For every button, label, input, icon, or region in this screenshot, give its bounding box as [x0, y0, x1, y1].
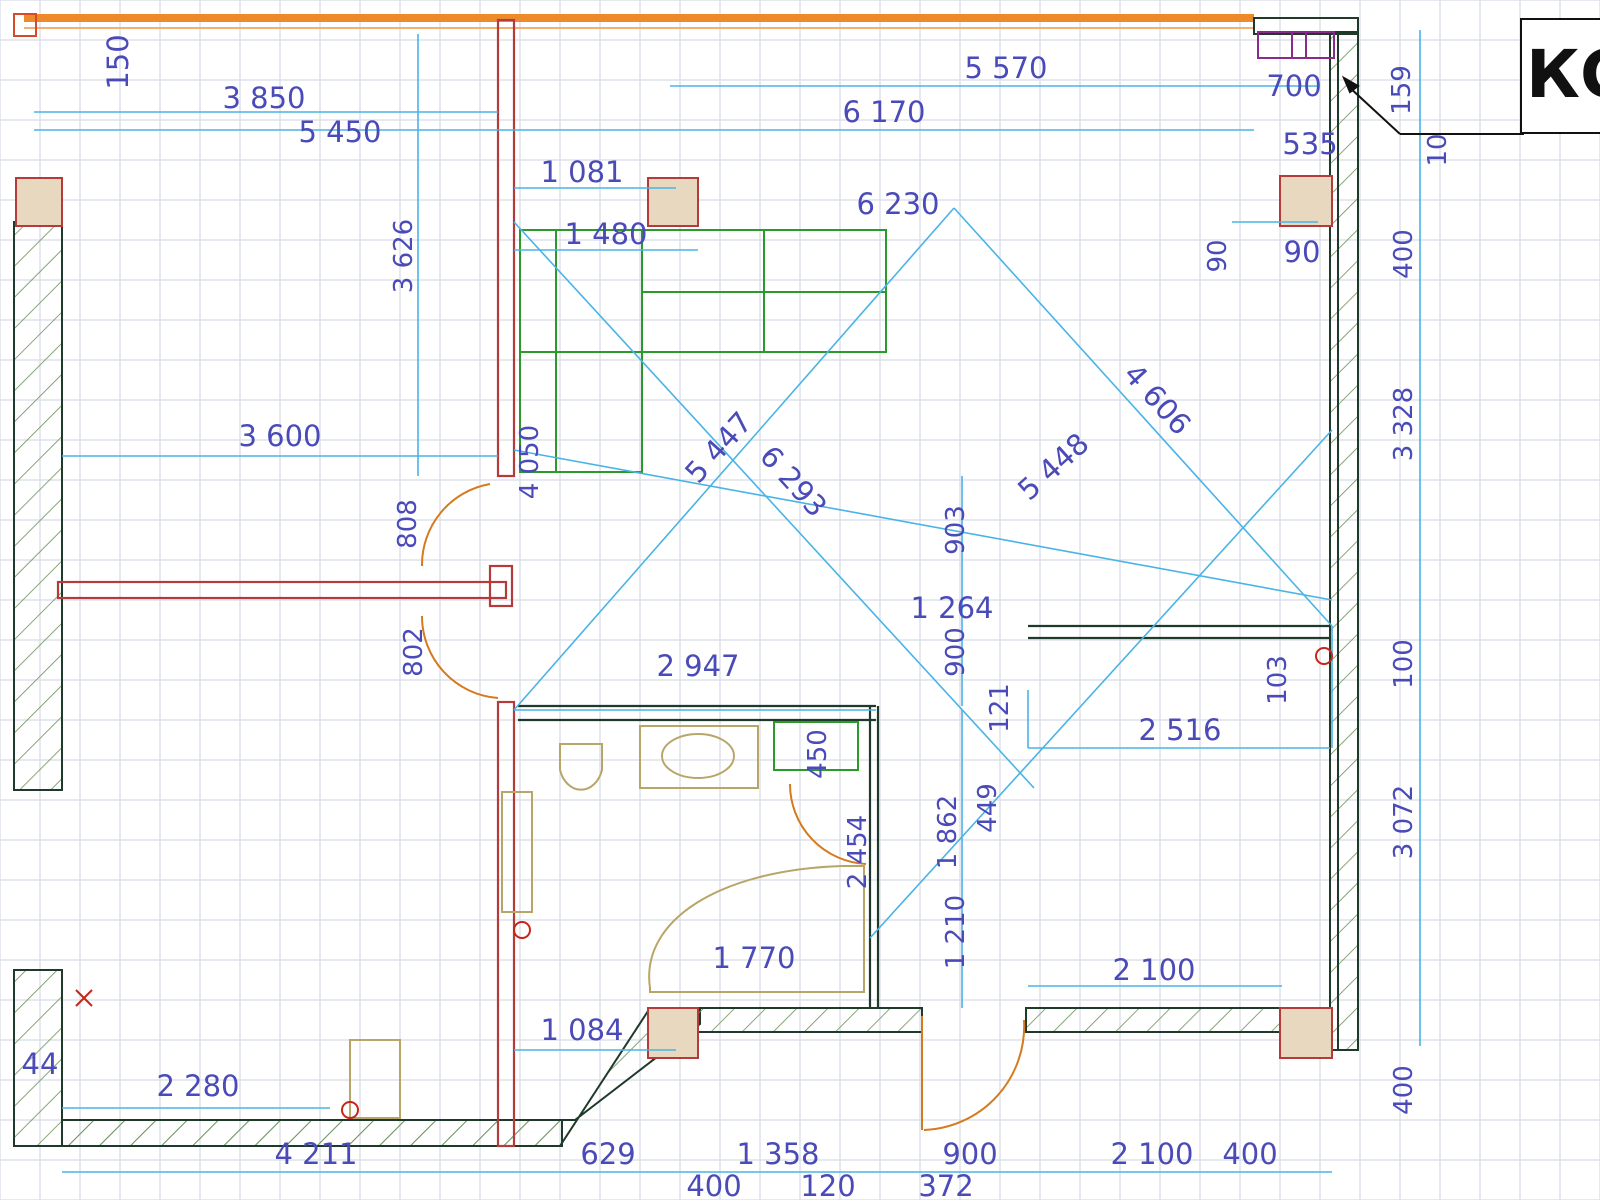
sink-counter: [639, 725, 759, 789]
sink-basin: [661, 733, 735, 779]
column-3: [1279, 175, 1333, 227]
label-1081: 1 081: [540, 155, 623, 189]
label-1084: 1 084: [540, 1013, 623, 1047]
sofa: [519, 229, 887, 473]
bathroom-fixtures: [349, 721, 865, 1119]
label-6230: 6 230: [856, 187, 939, 221]
radiator: [349, 1039, 401, 1119]
toilet: [559, 743, 603, 791]
label-400b: 400: [1389, 1065, 1419, 1115]
label-1770: 1 770: [712, 941, 795, 975]
markers: [75, 647, 1333, 1119]
label-5570: 5 570: [964, 51, 1047, 85]
label-1480: 1 480: [564, 217, 647, 251]
column-1: [15, 177, 63, 227]
label-4606: 4 606: [1117, 357, 1198, 441]
label-2454: 2 454: [843, 815, 873, 889]
label-10: 10: [1423, 133, 1453, 166]
label-903: 903: [941, 505, 971, 555]
label-5450: 5 450: [298, 115, 381, 149]
title-block: [1520, 18, 1600, 134]
label-6170: 6 170: [842, 95, 925, 129]
label-120: 120: [800, 1169, 855, 1200]
interior-partitions: [56, 18, 1330, 1148]
label-44: 44: [22, 1047, 59, 1081]
label-3328: 3 328: [1389, 387, 1419, 461]
cabinet: [773, 721, 859, 771]
doors: [420, 483, 1026, 1131]
label-900b: 900: [942, 1137, 997, 1171]
label-535: 535: [1282, 127, 1337, 161]
label-2100b: 2 100: [1110, 1137, 1193, 1171]
column-2: [647, 177, 699, 227]
top-window-frame: [13, 13, 1254, 37]
label-450: 450: [803, 729, 833, 779]
label-1264: 1 264: [910, 591, 993, 625]
door-2: [420, 615, 499, 699]
label-802: 802: [399, 627, 429, 677]
appliance-outline: [1257, 31, 1335, 59]
label-3626: 3 626: [389, 219, 419, 293]
column-5: [1279, 1007, 1333, 1059]
label-900a: 900: [941, 627, 971, 677]
structural-columns: [15, 175, 1333, 1059]
label-4050: 4 050: [515, 425, 545, 499]
label-100: 100: [1389, 639, 1419, 689]
label-121: 121: [985, 683, 1015, 733]
label-2516: 2 516: [1138, 713, 1221, 747]
label-2947: 2 947: [656, 649, 739, 683]
bathtub: [648, 865, 865, 993]
title-block-text: КС: [1526, 36, 1600, 113]
label-400a: 400: [1389, 229, 1419, 279]
label-1358: 1 358: [736, 1137, 819, 1171]
label-1210: 1 210: [941, 895, 971, 969]
dimension-labels: 150 3 850 5 450 5 570 700 6 170 159 535 …: [22, 34, 1453, 1200]
label-449: 449: [973, 783, 1003, 833]
label-808: 808: [393, 499, 423, 549]
door-1: [420, 483, 491, 567]
label-6293: 6 293: [753, 439, 834, 523]
dimension-lines: [34, 30, 1421, 1173]
label-2280: 2 280: [156, 1069, 239, 1103]
label-3072: 3 072: [1389, 785, 1419, 859]
title-leader: [1341, 75, 1524, 135]
label-700: 700: [1266, 69, 1321, 103]
towel-rail: [501, 791, 533, 913]
label-90b: 90: [1284, 235, 1321, 269]
label-3600: 3 600: [238, 419, 321, 453]
label-1862: 1 862: [933, 795, 963, 869]
label-372: 372: [918, 1169, 973, 1200]
label-5448: 5 448: [1011, 426, 1095, 507]
label-103: 103: [1263, 655, 1293, 705]
label-400d: 400: [686, 1169, 741, 1200]
door-4: [923, 1019, 1026, 1131]
label-400c: 400: [1222, 1137, 1277, 1171]
label-2100a: 2 100: [1112, 953, 1195, 987]
door-3: [788, 783, 867, 865]
label-629: 629: [580, 1137, 635, 1171]
label-4211: 4 211: [274, 1137, 357, 1171]
label-159: 159: [1387, 65, 1417, 115]
label-150: 150: [101, 34, 135, 89]
label-90a: 90: [1203, 239, 1233, 272]
label-3850: 3 850: [222, 81, 305, 115]
